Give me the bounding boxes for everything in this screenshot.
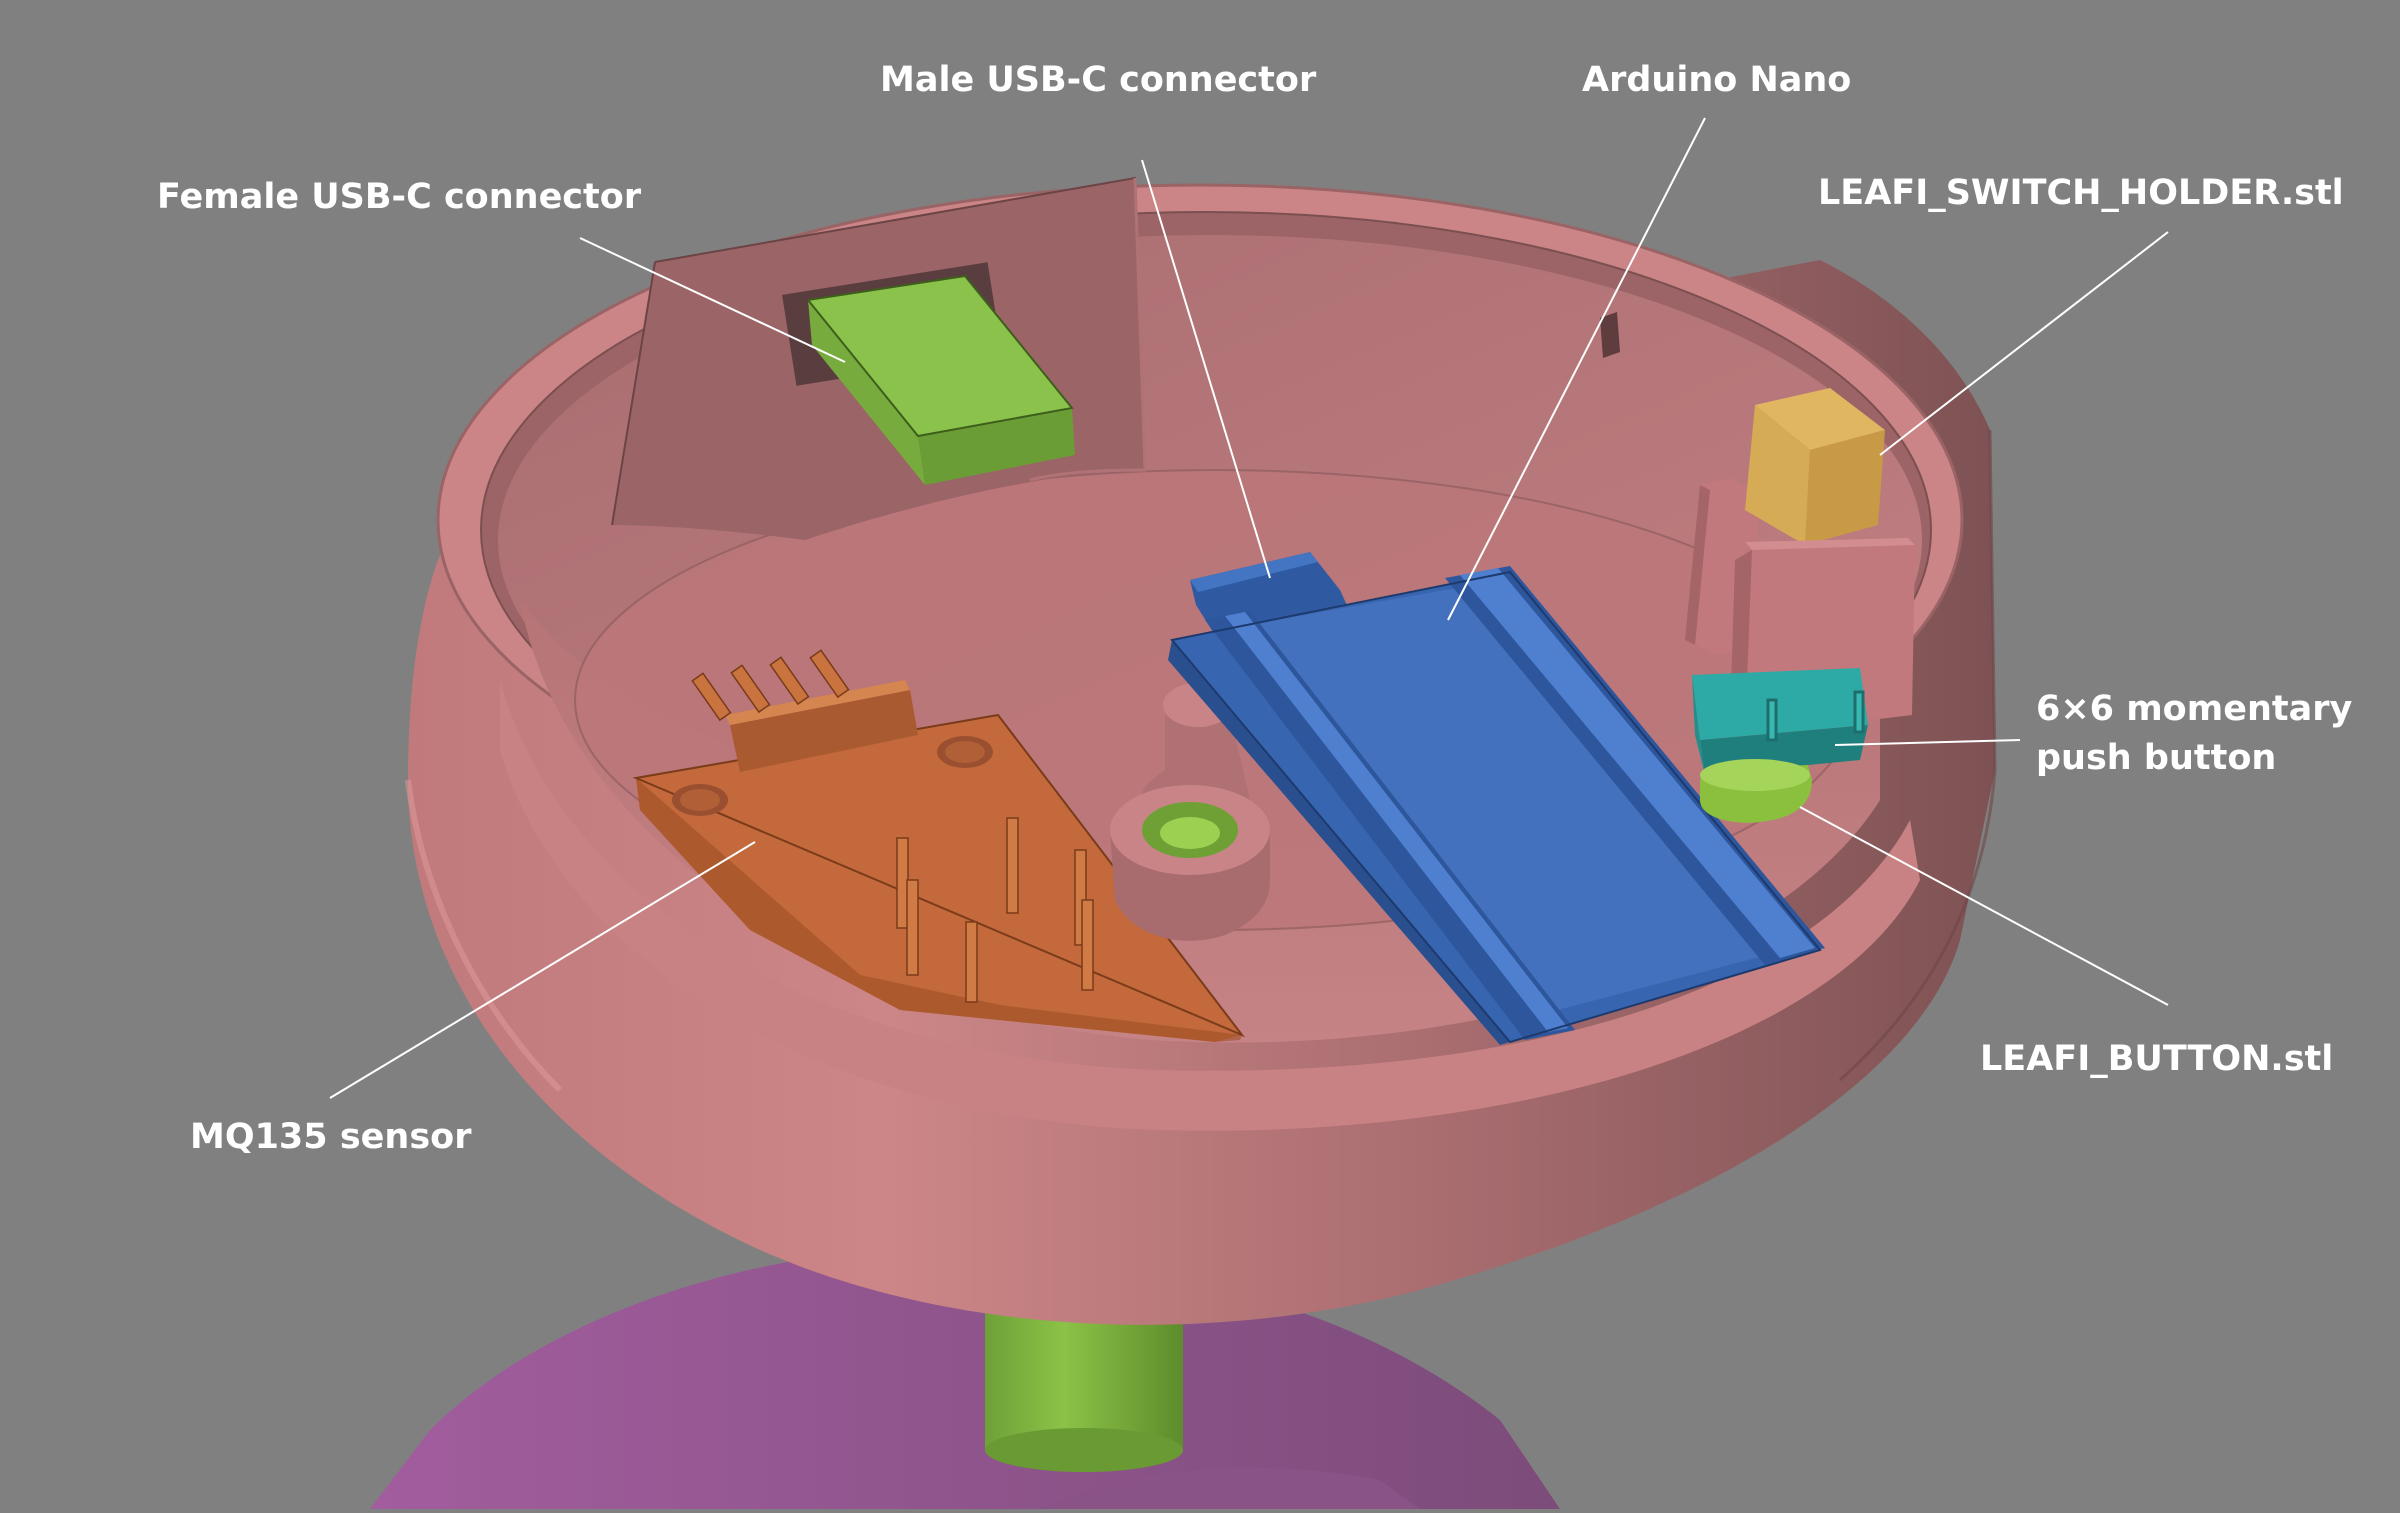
- leader-arduino-nano: [1447, 117, 1706, 621]
- push-button-6x6: [1692, 668, 1868, 775]
- rim-slot: [1600, 312, 1620, 358]
- leader-male-usbc: [1141, 159, 1271, 579]
- label-arduino-nano: Arduino Nano: [1582, 60, 1852, 100]
- label-switch-holder: LEAFI_SWITCH_HOLDER.stl: [1818, 173, 2344, 213]
- label-push-button-line1: 6×6 momentary: [2036, 689, 2353, 729]
- leader-leafi-button: [1799, 806, 2169, 1006]
- label-leafi-button: LEAFI_BUTTON.stl: [1980, 1039, 2334, 1079]
- arduino-nano: [1168, 566, 1825, 1045]
- female-usbc-connector: [807, 274, 1075, 485]
- label-push-button-line2: push button: [2036, 738, 2277, 778]
- leafi-button-part: [1700, 759, 1812, 823]
- label-male-usbc: Male USB-C connector: [880, 60, 1317, 100]
- leader-switch-holder: [1879, 231, 2169, 456]
- leader-female-usbc: [579, 237, 846, 363]
- label-female-usbc: Female USB-C connector: [157, 177, 642, 217]
- standoff-center: [1110, 785, 1270, 941]
- mq135-sensor: [632, 649, 1246, 1042]
- leader-mq135: [329, 841, 756, 1099]
- leader-push-button: [1834, 739, 2021, 746]
- label-mq135: MQ135 sensor: [190, 1117, 472, 1157]
